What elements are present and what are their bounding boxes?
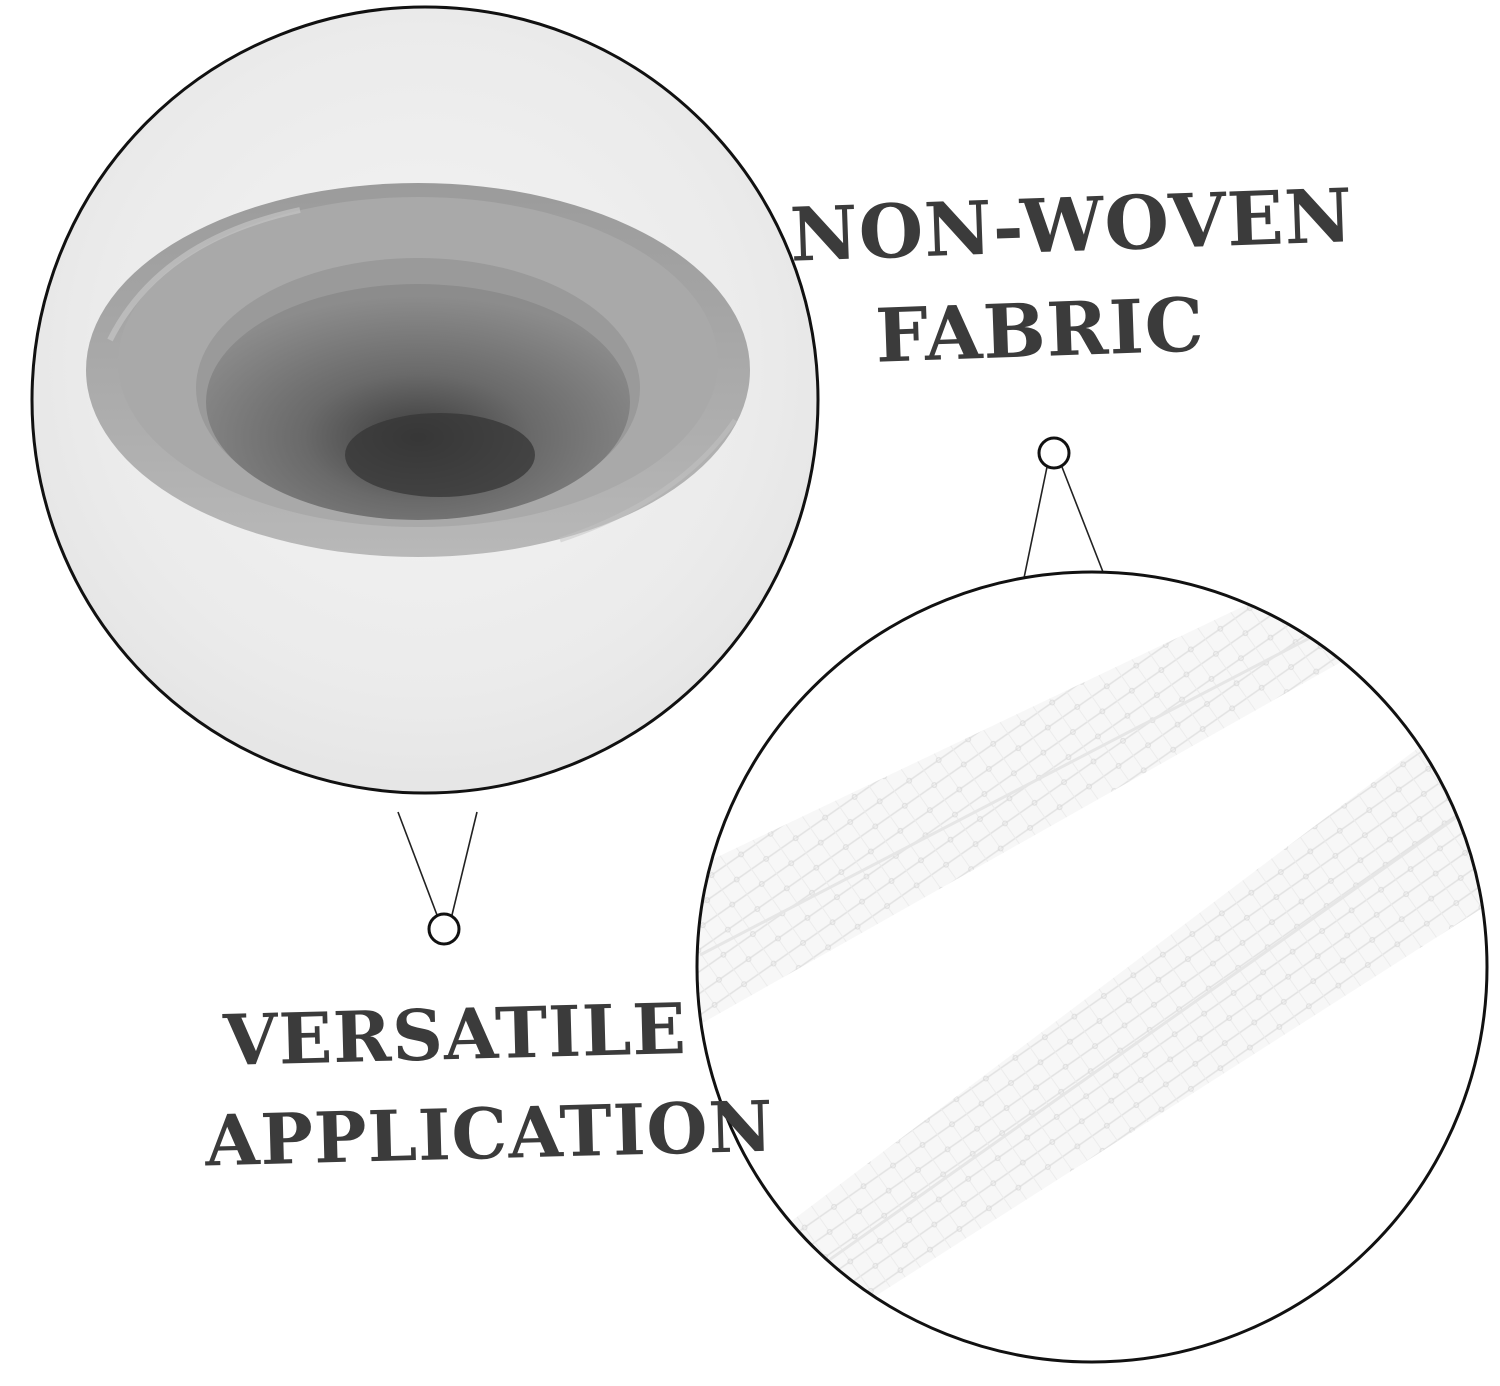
versatile-application-caption: VERSATILE APPLICATION — [204, 987, 775, 1183]
grommet-closeup-image — [32, 7, 818, 793]
right-pointer — [1023, 436, 1104, 579]
caption-top-line-2: FABRIC — [874, 282, 1206, 380]
left-circle-outline — [30, 5, 820, 795]
caption-bottom-line-2: APPLICATION — [203, 1084, 775, 1183]
caption-bottom-line-1: VERSATILE — [222, 986, 688, 1083]
non-woven-fabric-caption: NON-WOVEN FABRIC — [789, 173, 1355, 380]
caption-top-line-1: NON-WOVEN — [788, 173, 1355, 279]
left-pointer — [397, 811, 478, 946]
fabric-texture-image — [697, 572, 1487, 1362]
right-circle-outline — [695, 570, 1489, 1364]
